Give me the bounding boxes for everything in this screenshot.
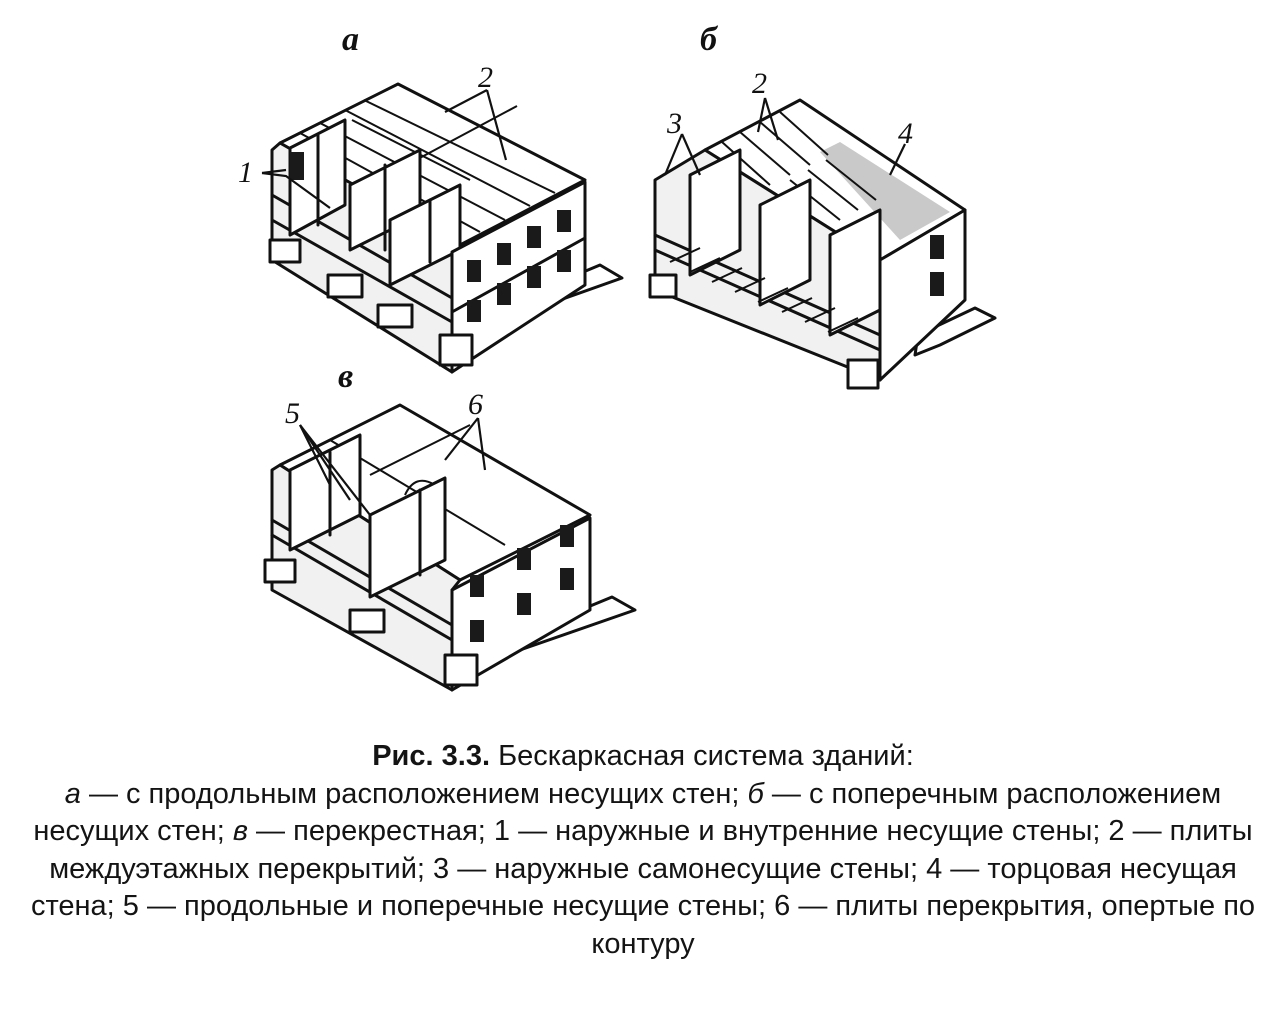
leader-b-2a bbox=[756, 97, 767, 133]
figure-caption: Рис. 3.3. Бескаркасная система зданий: а… bbox=[20, 738, 1266, 963]
callout-b-2: 2 bbox=[752, 67, 767, 100]
footing-b2 bbox=[846, 358, 880, 390]
footing-a4 bbox=[438, 333, 474, 367]
panel-letter-a: а bbox=[342, 21, 359, 58]
leader-b-4 bbox=[889, 143, 906, 176]
windows-v bbox=[470, 525, 574, 642]
leader-a-2a bbox=[444, 89, 488, 113]
leader-v-5c bbox=[299, 424, 371, 516]
windows-a bbox=[290, 152, 571, 322]
cross-wall-v1 bbox=[288, 433, 362, 552]
footing-b1 bbox=[648, 273, 678, 299]
callout-a-2: 2 bbox=[478, 61, 493, 94]
leader-a-1 bbox=[261, 171, 331, 209]
leader-b-2b bbox=[763, 97, 780, 141]
panel-letter-v: в bbox=[338, 358, 353, 395]
stippled-end-wall-b bbox=[820, 142, 950, 240]
building-v-drawing bbox=[263, 403, 637, 692]
caption-body: а — с продольным расположением несущих с… bbox=[20, 776, 1266, 964]
callout-b-4: 4 bbox=[898, 117, 913, 150]
footing-a2 bbox=[326, 273, 364, 299]
footing-v1 bbox=[263, 558, 297, 584]
panel-letter-b: б bbox=[700, 21, 719, 58]
floor-slabs-b bbox=[669, 247, 859, 333]
end-wall-a bbox=[450, 180, 587, 374]
callout-v-5: 5 bbox=[285, 397, 300, 430]
caption-text-a: — с продольным расположением несущих сте… bbox=[80, 777, 748, 810]
leader-b-3a bbox=[663, 133, 684, 176]
figure-illustration: а б в 1 2 2 3 4 5 6 bbox=[238, 21, 997, 692]
leader-v-5a bbox=[299, 424, 331, 486]
building-b-drawing bbox=[648, 97, 997, 390]
footing-v3 bbox=[443, 653, 479, 687]
building-a-drawing bbox=[261, 82, 624, 374]
caption-title-line: Рис. 3.3. Бескаркасная система зданий: bbox=[20, 738, 1266, 776]
caption-text-b: — с поперечным расположением несущих сте… bbox=[33, 777, 1222, 848]
caption-letter-b: б bbox=[747, 777, 764, 810]
leader-b-3b bbox=[680, 133, 702, 176]
leader-v-6a bbox=[444, 417, 479, 461]
caption-letter-v: в bbox=[232, 815, 248, 847]
cross-wall-b1 bbox=[688, 148, 742, 277]
footing-v2 bbox=[348, 608, 386, 634]
figure-label: Рис. 3.3. bbox=[372, 740, 491, 772]
footing-a3 bbox=[376, 303, 414, 329]
leader-a-2b bbox=[485, 89, 508, 161]
leader-v-6b bbox=[476, 417, 487, 471]
cross-wall-b2 bbox=[758, 178, 812, 307]
callout-a-1: 1 bbox=[238, 156, 253, 189]
footing-a1 bbox=[268, 238, 302, 264]
callout-b-3: 3 bbox=[666, 107, 682, 140]
caption-letter-a: а bbox=[64, 777, 81, 810]
caption-text-v: — перекрестная; 1 — наружные и внутренни… bbox=[30, 815, 1256, 960]
caption-title: Бескаркасная система зданий: bbox=[490, 740, 914, 772]
callout-v-6: 6 bbox=[468, 388, 483, 421]
windows-b bbox=[930, 235, 944, 296]
